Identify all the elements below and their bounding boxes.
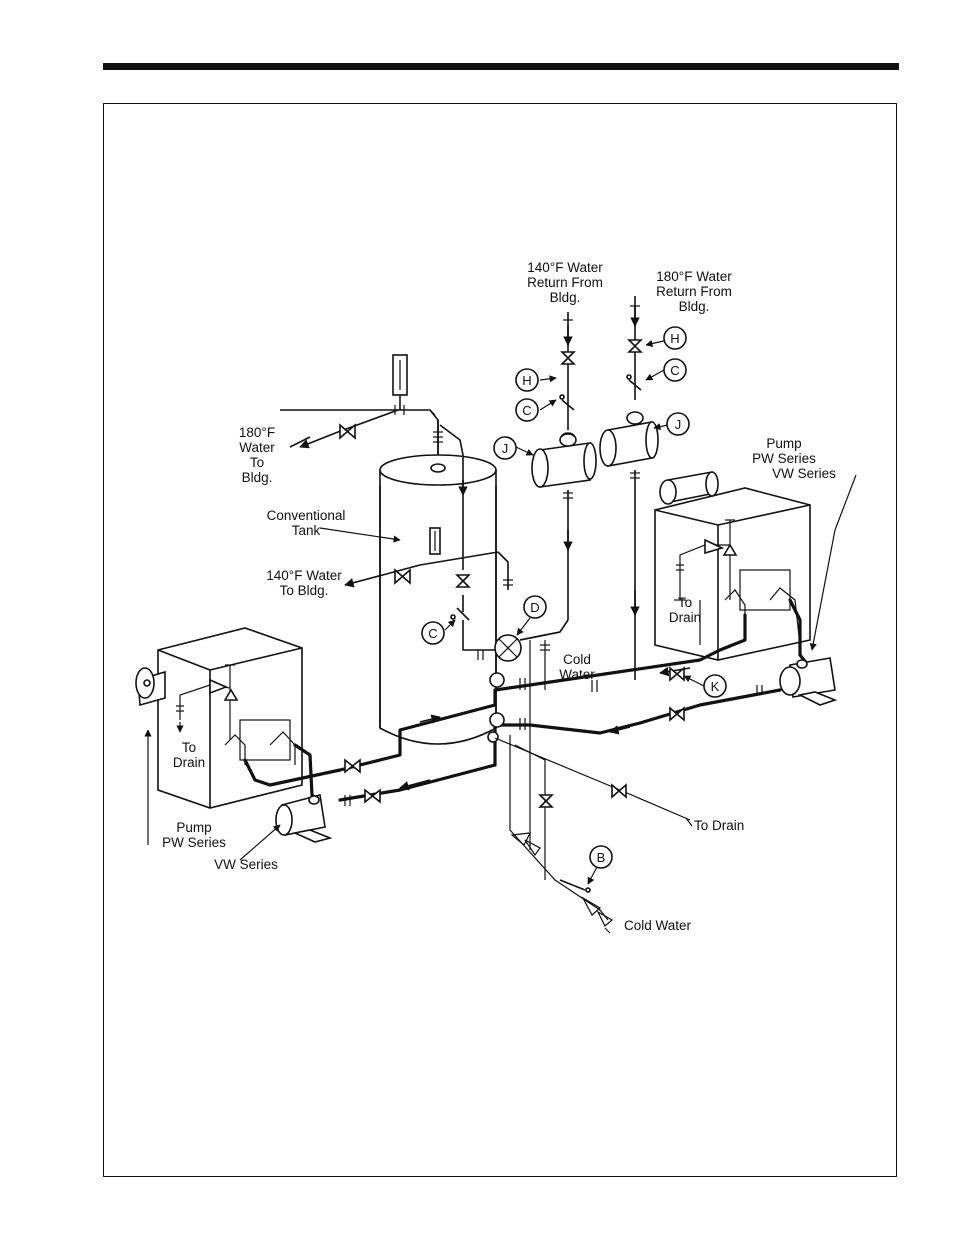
svg-text:VW Series: VW Series bbox=[214, 857, 278, 872]
label-conventional-tank: Conventional Tank bbox=[267, 508, 346, 538]
svg-text:Water: Water bbox=[239, 440, 275, 455]
svg-text:Bldg.: Bldg. bbox=[679, 299, 710, 314]
svg-text:To Bldg.: To Bldg. bbox=[280, 583, 329, 598]
right-heater bbox=[655, 472, 810, 660]
svg-text:Pump: Pump bbox=[176, 820, 211, 835]
svg-text:C: C bbox=[522, 403, 531, 418]
svg-text:Return From: Return From bbox=[527, 275, 603, 290]
callout-j-left: J bbox=[494, 437, 516, 459]
callout-c-tank: C bbox=[422, 622, 444, 644]
expansion-tank-j-right bbox=[600, 412, 658, 466]
svg-text:D: D bbox=[530, 600, 539, 615]
svg-text:PW Series: PW Series bbox=[162, 835, 226, 850]
left-heater bbox=[136, 628, 302, 808]
right-pump bbox=[780, 658, 835, 705]
svg-text:VW Series: VW Series bbox=[772, 466, 836, 481]
label-to-drain-bottom: To Drain bbox=[694, 818, 744, 833]
top-thermometer bbox=[393, 355, 407, 410]
label-pump-right: Pump PW Series VW Series bbox=[752, 436, 836, 481]
svg-text:Drain: Drain bbox=[669, 610, 701, 625]
svg-text:H: H bbox=[670, 331, 679, 346]
label-140-water-to-bldg: 140°F Water To Bldg. bbox=[266, 568, 342, 598]
callout-d: D bbox=[524, 596, 546, 618]
svg-text:H: H bbox=[522, 373, 531, 388]
svg-text:J: J bbox=[675, 417, 682, 432]
svg-text:180°F Water: 180°F Water bbox=[656, 269, 732, 284]
label-180-water-to-bldg: 180°F Water To Bldg. bbox=[239, 425, 275, 485]
expansion-tank-j-left bbox=[532, 434, 596, 487]
svg-text:Cold: Cold bbox=[563, 652, 591, 667]
svg-text:Tank: Tank bbox=[292, 523, 321, 538]
svg-text:K: K bbox=[711, 679, 720, 694]
label-pump-left: Pump PW Series VW Series bbox=[162, 820, 278, 872]
label-140-return: 140°F Water Return From Bldg. bbox=[527, 260, 603, 305]
callout-h-right: H bbox=[664, 327, 686, 349]
callout-j-right: J bbox=[667, 413, 689, 435]
svg-text:Pump: Pump bbox=[766, 436, 801, 451]
conventional-tank bbox=[380, 455, 496, 744]
callout-k: K bbox=[704, 675, 726, 697]
svg-text:Bldg.: Bldg. bbox=[242, 470, 273, 485]
svg-text:180°F: 180°F bbox=[239, 425, 275, 440]
svg-text:B: B bbox=[597, 850, 606, 865]
svg-text:To: To bbox=[182, 740, 196, 755]
svg-text:Bldg.: Bldg. bbox=[550, 290, 581, 305]
callout-b: B bbox=[590, 846, 612, 868]
callout-c-right: C bbox=[664, 359, 686, 381]
svg-text:PW Series: PW Series bbox=[752, 451, 816, 466]
svg-text:Conventional: Conventional bbox=[267, 508, 346, 523]
svg-text:C: C bbox=[670, 363, 679, 378]
outlet-180-piping bbox=[280, 405, 443, 455]
svg-text:140°F Water: 140°F Water bbox=[527, 260, 603, 275]
svg-text:To: To bbox=[250, 455, 264, 470]
label-cold-water-top: Cold Water bbox=[559, 652, 595, 682]
label-cold-water-bottom: Cold Water bbox=[624, 918, 692, 933]
svg-text:J: J bbox=[502, 441, 509, 456]
svg-text:To: To bbox=[678, 595, 692, 610]
return-180-piping bbox=[627, 296, 641, 680]
callout-h-left: H bbox=[516, 369, 538, 391]
callout-c-left: C bbox=[516, 399, 538, 421]
svg-text:140°F Water: 140°F Water bbox=[266, 568, 342, 583]
svg-text:C: C bbox=[428, 626, 437, 641]
svg-text:Return From: Return From bbox=[656, 284, 732, 299]
svg-text:Water: Water bbox=[559, 667, 595, 682]
label-180-return: 180°F Water Return From Bldg. bbox=[656, 269, 732, 314]
svg-text:Drain: Drain bbox=[173, 755, 205, 770]
left-pump bbox=[276, 795, 330, 842]
